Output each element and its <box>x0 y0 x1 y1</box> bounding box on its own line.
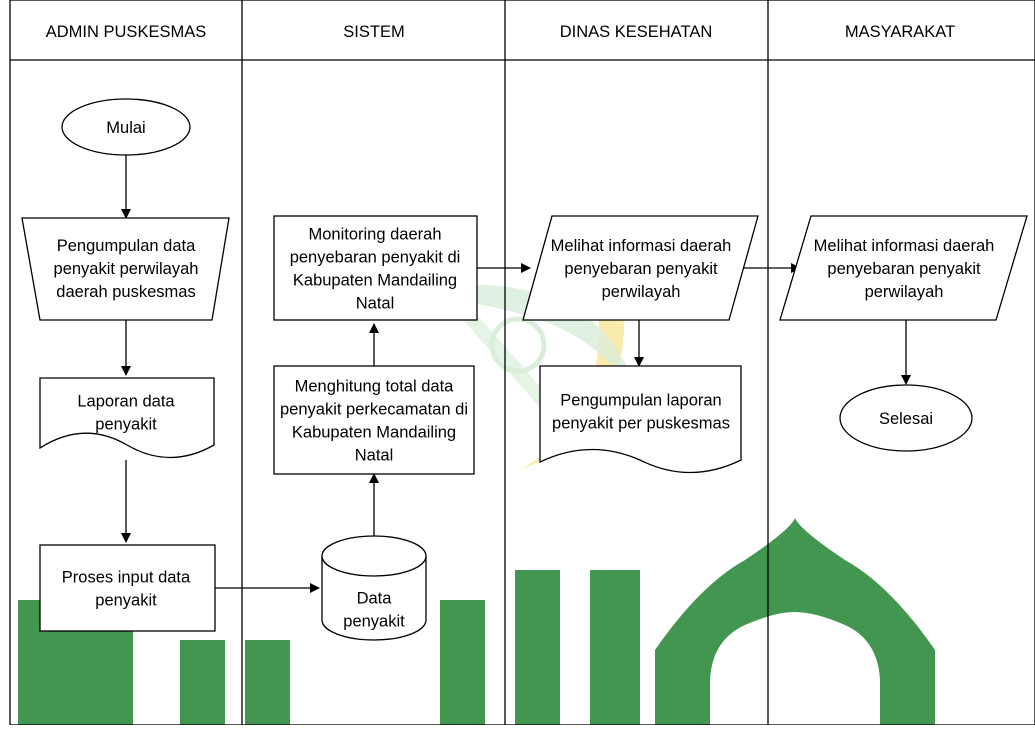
start-label-line: Mulai <box>106 119 145 137</box>
start-terminator <box>61 98 191 156</box>
database-cylinder <box>321 535 427 641</box>
input-process-box <box>39 544 216 632</box>
input-process-label-line: Proses input data <box>62 569 191 587</box>
lane-title-admin-puskesmas: ADMIN PUSKESMAS <box>46 23 206 41</box>
public-view-label-line: Melihat informasi daerah <box>814 237 995 255</box>
end-terminator <box>839 384 973 452</box>
database-label-line: penyakit <box>343 613 405 631</box>
report-document <box>39 377 215 459</box>
collect-data-label-line: penyakit perwilayah <box>54 260 199 278</box>
monitoring-box <box>273 215 478 321</box>
collect-data-label-line: Pengumpulan data <box>57 237 196 255</box>
connectors <box>121 155 911 593</box>
watermark-bar-3 <box>245 640 290 725</box>
compute-total-label-line: Natal <box>355 447 394 465</box>
watermark-bar-2 <box>180 640 225 725</box>
dinkes-view-label-line: Melihat informasi daerah <box>551 237 732 255</box>
dinkes-view-label-line: penyebaran penyakit <box>564 260 718 278</box>
monitoring-label-line: Natal <box>356 295 395 313</box>
watermark-bar-5 <box>515 570 560 725</box>
watermark-dome <box>655 518 935 725</box>
database-label-line: Data <box>357 590 393 608</box>
compute-total-label-line: Menghitung total data <box>295 378 455 396</box>
dinkes-view-data <box>522 215 759 321</box>
report-label-line: penyakit <box>95 416 157 434</box>
end-label-line: Selesai <box>879 410 933 428</box>
watermark-bar-4 <box>440 600 485 725</box>
lane-title-dinas-kesehatan: DINAS KESEHATAN <box>560 23 713 41</box>
dinkes-view-label-line: perwilayah <box>602 283 681 301</box>
collect-data-manual-input <box>21 217 230 321</box>
shapes <box>21 98 1028 641</box>
monitoring-label-line: penyebaran penyakit di <box>290 249 461 267</box>
public-view-label-line: penyebaran penyakit <box>827 260 981 278</box>
report-label-line: Laporan data <box>77 393 175 411</box>
monitoring-label-line: Kabupaten Mandailing <box>293 272 457 290</box>
dinkes-report-label-line: penyakit per puskesmas <box>552 415 730 433</box>
dinkes-report-label-line: Pengumpulan laporan <box>560 392 721 410</box>
public-view-data <box>779 215 1028 321</box>
monitoring-label-line: Monitoring daerah <box>309 226 442 244</box>
collect-data-label-line: daerah puskesmas <box>56 283 195 301</box>
dinkes-report-document <box>539 365 742 474</box>
input-process-label-line: penyakit <box>95 592 157 610</box>
public-view-label-line: perwilayah <box>865 283 944 301</box>
compute-total-label-line: penyakit perkecamatan di <box>280 401 468 419</box>
lane-title-masyarakat: MASYARAKAT <box>845 23 955 41</box>
compute-total-box <box>273 365 475 475</box>
watermark-bar-6 <box>590 570 640 725</box>
compute-total-label-line: Kabupaten Mandailing <box>292 424 456 442</box>
lane-title-sistem: SISTEM <box>343 23 404 41</box>
